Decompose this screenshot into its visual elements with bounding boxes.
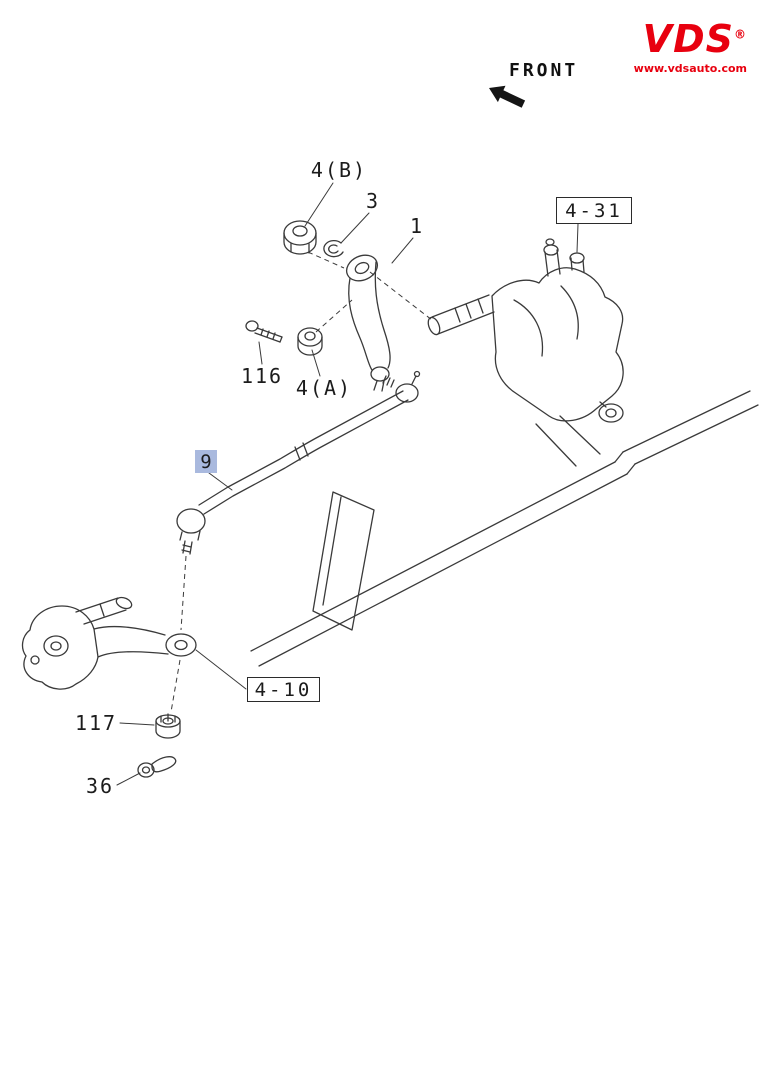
part-callout-1[interactable]: 1 (409, 214, 425, 238)
brand-logo: VDS® www.vdsauto.com (634, 20, 747, 75)
part-ref-box-4-10[interactable]: 4-10 (247, 677, 320, 702)
front-direction-arrow-icon (489, 85, 526, 108)
front-direction-label: FRONT (509, 60, 579, 81)
drag-link-rod (176, 370, 421, 555)
assembly-center-lines (170, 251, 433, 713)
brand-website: www.vdsauto.com (633, 62, 747, 75)
part-callout-117[interactable]: 117 (74, 711, 118, 735)
fastener-parts (245, 220, 344, 356)
part-callout-36[interactable]: 36 (85, 774, 115, 798)
lever-36-shape (137, 756, 177, 778)
registered-trademark: ® (734, 27, 747, 42)
part-callout-4b[interactable]: 4(B) (310, 158, 368, 182)
castle-nut-117-shape (155, 713, 181, 739)
part-ref-box-4-31[interactable]: 4-31 (556, 197, 632, 224)
leader-lines (116, 182, 579, 786)
logo-wordmark: VDS (642, 17, 734, 61)
part-callout-3[interactable]: 3 (365, 189, 381, 213)
pitman-arm (345, 254, 391, 392)
steering-knuckle-arm (21, 596, 197, 690)
part-callout-4a[interactable]: 4(A) (295, 376, 353, 400)
chassis-frame-rails (250, 390, 759, 667)
part-callout-9-highlighted[interactable]: 9 (195, 450, 217, 473)
steering-gear-unit (427, 238, 624, 423)
brand-logo-text: VDS® (634, 20, 747, 58)
part-callout-116[interactable]: 116 (240, 364, 284, 388)
